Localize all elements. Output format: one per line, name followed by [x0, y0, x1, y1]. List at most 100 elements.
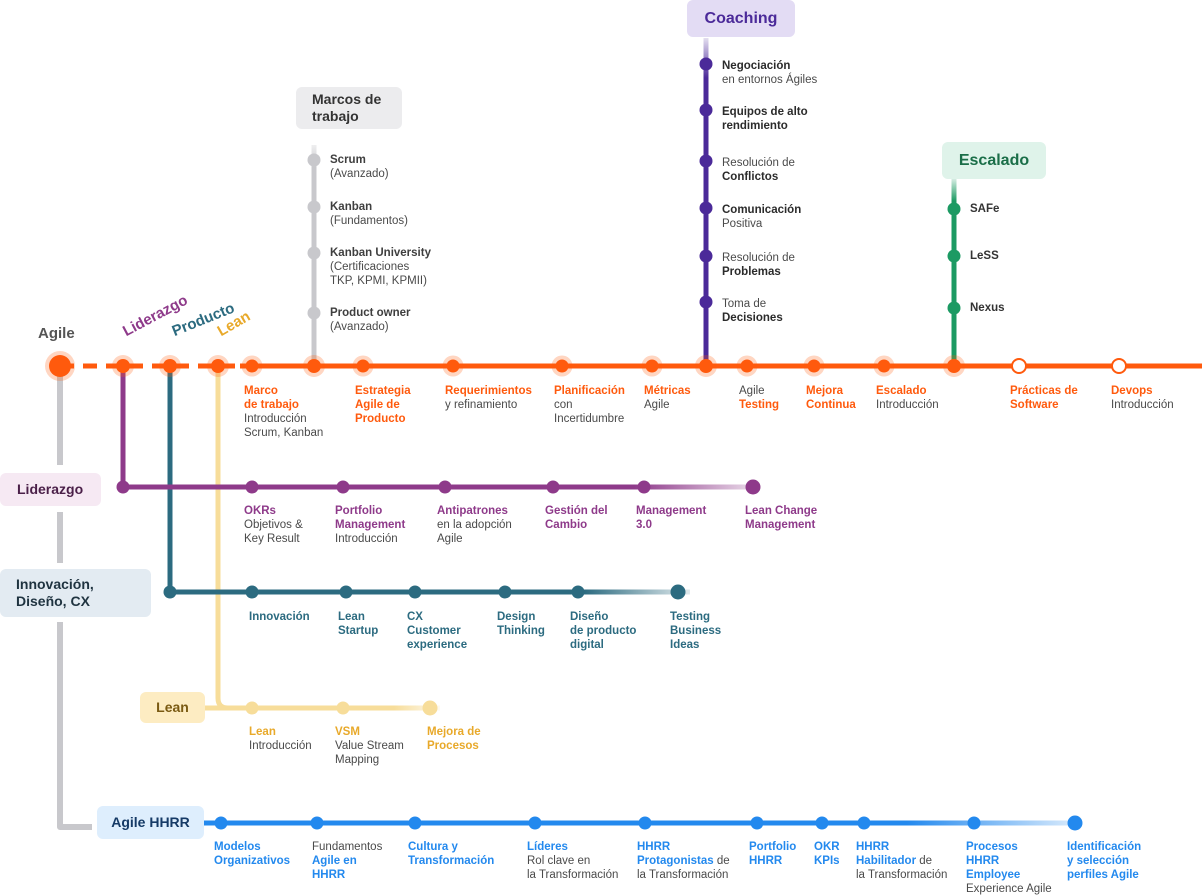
lean-dot-0: [245, 701, 259, 715]
lean-connector-line: [215, 366, 229, 711]
hhrr-label-2-title: Cultura y Transformación: [408, 841, 495, 867]
innovacion-label-4-title: Diseño de producto digital: [570, 611, 637, 651]
hhrr-dot-6: [815, 816, 829, 830]
agile-station-label-3-subtitle: con Incertidumbre: [554, 399, 625, 425]
agile-title: Agile: [38, 325, 75, 342]
agile-station-label-0-title: Marco de trabajo: [244, 385, 299, 411]
liderazgo-dot-0: [245, 480, 259, 494]
agile-station-label-8-title: Prácticas de Software: [1010, 385, 1078, 411]
agile-station-dot-2: [446, 359, 460, 373]
hhrr-label-7-title: HHRR Habilitador: [856, 841, 917, 867]
marcos-label-2: Kanban University(Certificaciones TKP, K…: [330, 246, 431, 288]
marcos-label-2-subtitle: (Certificaciones TKP, KPMI, KPMII): [330, 261, 427, 287]
hhrr-label-8-title: Procesos HHRR Employee: [966, 841, 1021, 881]
innovacion-label-0-title: Innovación: [249, 611, 310, 623]
hhrr-label-4: HHRR Protagonistas de la Transformación: [637, 840, 730, 882]
liderazgo-label-2-title: Antipatrones: [437, 505, 508, 517]
agile-station-label-5-prefix: Agile: [739, 385, 765, 397]
coaching-dot-4: [699, 249, 713, 263]
hhrr-label-9: Identificación y selección perfiles Agil…: [1067, 840, 1141, 882]
hhrr-label-4-title: HHRR Protagonistas: [637, 841, 714, 867]
agile-station-label-1: Estrategia Agile de Producto: [355, 384, 411, 426]
agile-station-label-4-subtitle: Agile: [644, 399, 670, 411]
escalado-junction-dot: [947, 359, 961, 373]
lean-junction-dot: [211, 359, 225, 373]
coaching-label-5-prefix: Toma de: [722, 298, 767, 310]
agile-station-label-6: Mejora Continua: [806, 384, 856, 412]
marcos-label-0: Scrum(Avanzado): [330, 153, 389, 181]
innovacion-dot-0: [245, 585, 259, 599]
liderazgo-label-3: Gestión del Cambio: [545, 504, 608, 532]
hhrr-label-1-title: Agile en HHRR: [312, 855, 357, 881]
hhrr-label-1-prefix: Fundamentos: [312, 841, 383, 853]
innovacion-label-5: Testing Business Ideas: [670, 610, 721, 652]
coaching-junction-dot: [699, 359, 713, 373]
agile-station-dot-5: [740, 359, 754, 373]
agile-station-dot-0: [245, 359, 259, 373]
marcos-label-0-title: Scrum: [330, 154, 366, 166]
agile-station-label-2-title: Requerimientos: [445, 385, 532, 397]
marcos-junction-dot: [307, 359, 321, 373]
innovacion-label-3-title: Design Thinking: [497, 611, 545, 637]
liderazgo-label-3-title: Gestión del Cambio: [545, 505, 608, 531]
liderazgo-dot-3: [546, 480, 560, 494]
marcos-dot-1: [307, 200, 321, 214]
lean-label-2-title: Mejora de Procesos: [427, 726, 481, 752]
agile-station-label-2: Requerimientos y refinamiento: [445, 384, 532, 412]
marcos-heading: Marcos de trabajo: [296, 87, 402, 129]
innovacion-heading: Innovación, Diseño, CX: [0, 569, 151, 617]
agile-station-label-0-subtitle: Introducción Scrum, Kanban: [244, 413, 324, 439]
escalado-label-0: SAFe: [970, 203, 1000, 215]
escalado-label-2: Nexus: [970, 302, 1005, 314]
coaching-label-3-title: Comunicación: [722, 204, 802, 216]
lean-label-1-title: VSM: [335, 726, 360, 738]
hhrr-heading: Agile HHRR: [97, 806, 204, 839]
hhrr-label-7-tail: de: [916, 855, 933, 867]
hhrr-dot-7: [857, 816, 871, 830]
hhrr-dot-4: [638, 816, 652, 830]
innovacion-label-0: Innovación: [249, 610, 310, 624]
marcos-dot-0: [307, 153, 321, 167]
lean-dot-1: [336, 701, 350, 715]
innovacion-label-2-title: CX Customer experience: [407, 611, 468, 651]
agile-station-label-9-title: Devops: [1111, 385, 1153, 397]
liderazgo-heading: Liderazgo: [0, 473, 101, 506]
hhrr-dot-3: [528, 816, 542, 830]
liderazgo-dot-2: [438, 480, 452, 494]
innovacion-dot-4: [571, 585, 585, 599]
hhrr-label-4-tail: de: [713, 855, 730, 867]
agile-station-dot-7: [877, 359, 891, 373]
hhrr-label-9-title: Identificación y selección perfiles Agil…: [1067, 841, 1142, 881]
lean-label-0-title: Lean: [249, 726, 276, 738]
agile-station-label-2-subtitle: y refinamiento: [445, 399, 518, 411]
coaching-dot-1: [699, 103, 713, 117]
agile-station-label-6-title: Mejora Continua: [806, 385, 856, 411]
coaching-label-5-title: Decisiones: [722, 312, 783, 324]
hhrr-dot-2: [408, 816, 422, 830]
hhrr-label-4-subtitle: la Transformación: [637, 869, 729, 881]
producto-junction-dot: [163, 359, 177, 373]
agile-station-dot-6: [807, 359, 821, 373]
hhrr-label-6: OKR KPIs: [814, 840, 840, 868]
marcos-label-1: Kanban(Fundamentos): [330, 200, 408, 228]
innovacion-label-1: Lean Startup: [338, 610, 378, 638]
coaching-dot-3: [699, 201, 713, 215]
hhrr-dot-1: [310, 816, 324, 830]
hhrr-dot-8: [967, 816, 981, 830]
agile-station-dot-8: [1011, 358, 1027, 374]
liderazgo-label-4: Management 3.0: [636, 504, 706, 532]
coaching-label-5: Toma de Decisiones: [722, 297, 783, 325]
